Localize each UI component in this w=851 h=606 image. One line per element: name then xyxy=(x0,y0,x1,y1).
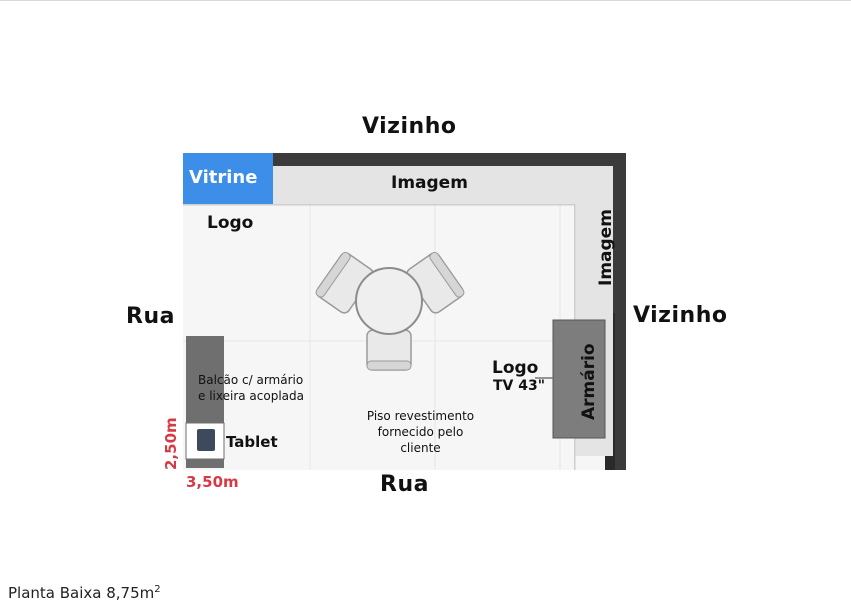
armchair-bottom xyxy=(366,329,412,371)
caption-superscript: 2 xyxy=(154,584,161,595)
image-right-label: Imagem xyxy=(596,209,616,286)
wardrobe-block xyxy=(552,319,606,439)
tv-label: TV 43" xyxy=(493,378,546,394)
logo-right-label: Logo xyxy=(492,358,539,378)
floor-line-3: cliente xyxy=(400,441,441,455)
armchair-left xyxy=(315,251,374,314)
image-top-label: Imagem xyxy=(391,173,468,193)
round-table xyxy=(355,267,423,335)
counter-line-1: Balcão c/ armário xyxy=(198,373,304,387)
counter-line-2: e lixeira acoplada xyxy=(198,389,304,403)
floor-plan xyxy=(183,153,626,470)
floor-description: Piso revestimento fornecido pelo cliente xyxy=(343,408,498,456)
image-strip-top xyxy=(273,166,613,204)
tablet-label: Tablet xyxy=(226,433,278,451)
left-street-label: Rua xyxy=(126,304,175,329)
logo-left-label: Logo xyxy=(207,213,254,233)
counter-description: Balcão c/ armário e lixeira acoplada xyxy=(198,372,304,404)
right-neighbor-label: Vizinho xyxy=(633,303,728,328)
plan-caption: Planta Baixa 8,75m2 xyxy=(8,584,161,602)
bottom-street-label: Rua xyxy=(380,472,429,497)
height-dimension: 2,50m xyxy=(162,417,180,470)
top-neighbor-label: Vizinho xyxy=(362,114,457,139)
top-divider-line xyxy=(0,0,851,1)
caption-text: Planta Baixa 8,75m xyxy=(8,584,155,602)
vitrine-label: Vitrine xyxy=(189,167,258,188)
wall-top xyxy=(273,153,626,166)
floor-line-2: fornecido pelo xyxy=(377,425,464,439)
wall-right xyxy=(613,153,626,470)
strip-edge-top xyxy=(183,204,575,206)
vitrine-block xyxy=(183,153,273,204)
wardrobe-label: Armário xyxy=(579,343,599,420)
width-dimension: 3,50m xyxy=(186,473,239,491)
armchair-right xyxy=(406,251,465,314)
floor-line-1: Piso revestimento xyxy=(366,409,475,423)
tablet-icon xyxy=(197,429,215,451)
